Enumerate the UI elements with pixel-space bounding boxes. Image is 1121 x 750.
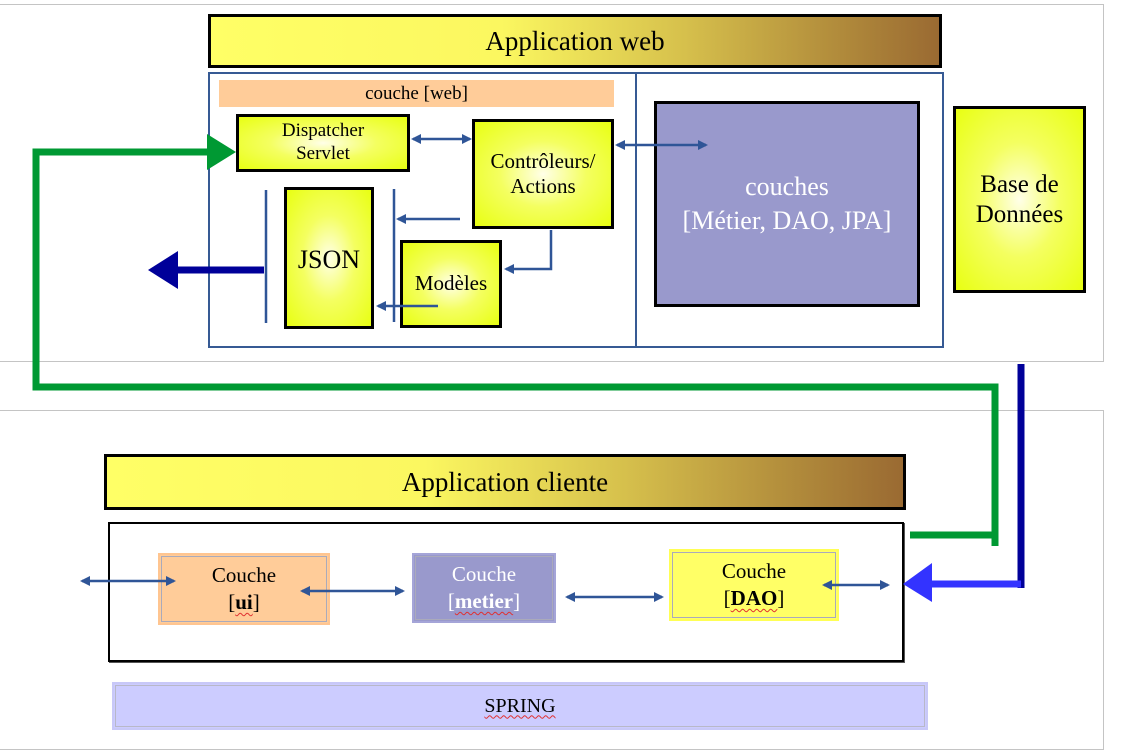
web-app-divider — [635, 73, 637, 347]
dao-layer-prefix: Couche — [721, 558, 787, 583]
web-layer-label-text: couche [web] — [365, 82, 468, 104]
database-line1: Base de — [980, 170, 1059, 198]
ui-layer-name: ui — [235, 590, 253, 614]
client-app-frame — [108, 522, 904, 662]
dispatcher-line2: Servlet — [296, 143, 350, 164]
backend-layers-box: couches [Métier, DAO, JPA] — [654, 101, 920, 307]
json-box: JSON — [284, 187, 374, 329]
spring-framework-bar: SPRING — [112, 682, 928, 730]
database-line2: Données — [975, 200, 1064, 228]
ui-layer-prefix: Couche — [211, 562, 277, 587]
response-arrow — [148, 251, 1025, 602]
page-frame-top — [0, 4, 1104, 362]
ui-layer-box: Couche [ui] — [158, 553, 330, 625]
controllers-line2: Actions — [510, 174, 576, 198]
web-layer-label: couche [web] — [219, 80, 614, 107]
web-internal-arrows — [264, 134, 708, 323]
backend-layers-line1: couches — [745, 172, 829, 202]
controllers-line1: Contrôleurs/ — [490, 148, 596, 173]
web-app-frame — [208, 72, 944, 348]
models-label: Modèles — [414, 271, 488, 296]
dispatcher-servlet-box: Dispatcher Servlet — [236, 114, 410, 172]
client-app-title-bar: Application cliente — [104, 454, 906, 510]
database-box: Base de Données — [953, 106, 1086, 293]
dao-layer-name: DAO — [730, 586, 778, 610]
dao-in-arrowhead-icon — [903, 563, 932, 602]
models-box: Modèles — [400, 240, 502, 328]
client-app-title: Application cliente — [401, 466, 609, 497]
web-app-title-bar: Application web — [208, 14, 942, 68]
request-arrow — [32, 134, 999, 546]
spring-label: SPRING — [484, 694, 556, 717]
metier-layer-name: metier — [454, 589, 514, 613]
client-internal-arrows — [80, 576, 890, 602]
metier-layer-prefix: Couche — [451, 561, 517, 586]
dao-layer-box: Couche [DAO] — [669, 549, 839, 621]
json-label: JSON — [297, 245, 361, 274]
controllers-box: Contrôleurs/ Actions — [472, 119, 614, 229]
web-app-title: Application web — [485, 25, 665, 56]
request-arrowhead-icon — [207, 134, 236, 170]
response-out-arrowhead-icon — [148, 251, 178, 289]
dispatcher-line1: Dispatcher — [281, 120, 365, 142]
metier-layer-box: Couche [metier] — [412, 553, 556, 623]
backend-layers-line2: [Métier, DAO, JPA] — [682, 206, 892, 235]
controllers-models-arrow — [504, 230, 553, 274]
